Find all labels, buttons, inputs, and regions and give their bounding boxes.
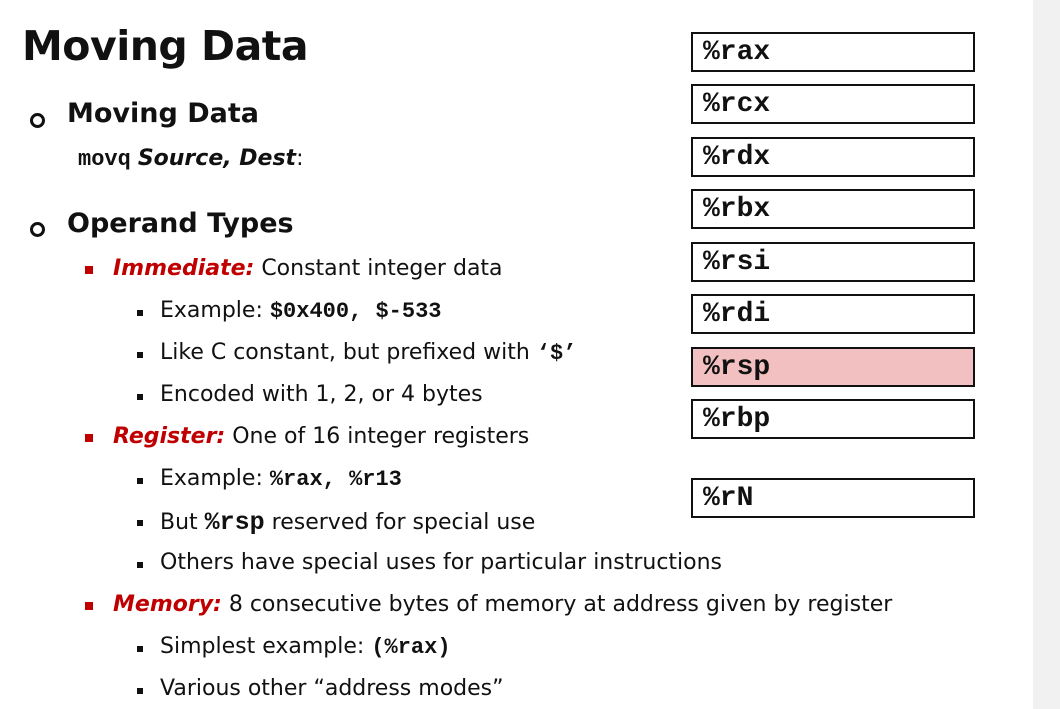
memory-desc: 8 consecutive bytes of memory at address… bbox=[221, 592, 893, 617]
bullet-dot bbox=[137, 352, 143, 358]
but-rest: reserved for special use bbox=[264, 510, 536, 535]
bullet-circle bbox=[30, 113, 45, 128]
register-box-rdx: %rdx bbox=[691, 137, 975, 177]
memory-modes: Various other “address modes” bbox=[160, 676, 504, 701]
immediate-line: Immediate: Constant integer data bbox=[113, 256, 503, 281]
register-box-rbp: %rbp bbox=[691, 399, 975, 439]
example-prefix: Example: bbox=[160, 298, 270, 323]
immediate-encoded: Encoded with 1, 2, or 4 bytes bbox=[160, 382, 483, 407]
immediate-label: Immediate: bbox=[113, 256, 255, 281]
immediate-like: Like C constant, but prefixed with ‘$’ bbox=[160, 340, 576, 366]
example-prefix: Example: bbox=[160, 466, 270, 491]
scrollbar-strip bbox=[1033, 0, 1060, 709]
example-prefix: Simplest example: bbox=[160, 634, 372, 659]
section-heading-moving-data: Moving Data bbox=[67, 98, 259, 129]
register-desc: One of 16 integer registers bbox=[225, 424, 530, 449]
immediate-example: Example: $0x400, $-533 bbox=[160, 298, 442, 324]
dest-operand: Dest bbox=[239, 146, 297, 171]
memory-label: Memory: bbox=[113, 592, 222, 617]
movq-syntax: movq Source, Dest: bbox=[78, 146, 304, 172]
slide-title: Moving Data bbox=[22, 22, 309, 70]
bullet-dot bbox=[137, 562, 143, 568]
immediate-example-code: $0x400, $-533 bbox=[269, 299, 442, 324]
register-box-rsp: %rsp bbox=[691, 347, 975, 387]
section-heading-operand-types: Operand Types bbox=[67, 208, 294, 239]
register-example-code: %rax, %r13 bbox=[269, 467, 402, 492]
movq-code: movq bbox=[78, 147, 131, 172]
bullet-dot bbox=[137, 520, 143, 526]
bullet-square bbox=[85, 266, 93, 274]
bullet-square bbox=[85, 602, 93, 610]
memory-example-code: (%rax) bbox=[371, 635, 451, 660]
register-others: Others have special uses for particular … bbox=[160, 550, 723, 575]
but-text: But bbox=[160, 510, 205, 535]
register-box-rax: %rax bbox=[691, 32, 975, 72]
immediate-desc: Constant integer data bbox=[254, 256, 503, 281]
register-box-rcx: %rcx bbox=[691, 84, 975, 124]
memory-line: Memory: 8 consecutive bytes of memory at… bbox=[113, 592, 892, 617]
operand-separator: , bbox=[223, 146, 240, 171]
register-box-rsi: %rsi bbox=[691, 242, 975, 282]
rsp-code: %rsp bbox=[204, 508, 265, 537]
bullet-square bbox=[85, 434, 93, 442]
bullet-dot bbox=[137, 646, 143, 652]
register-box-rn: %rN bbox=[691, 478, 975, 518]
bullet-dot bbox=[137, 688, 143, 694]
register-box-rdi: %rdi bbox=[691, 294, 975, 334]
register-label: Register: bbox=[113, 424, 226, 449]
bullet-dot bbox=[137, 310, 143, 316]
syntax-colon: : bbox=[296, 146, 304, 171]
like-text: Like C constant, but prefixed with bbox=[160, 340, 537, 365]
memory-example: Simplest example: (%rax) bbox=[160, 634, 451, 660]
dollar-code: ‘$’ bbox=[536, 341, 577, 366]
register-but: But %rsp reserved for special use bbox=[160, 508, 535, 537]
bullet-circle bbox=[30, 222, 45, 237]
register-line: Register: One of 16 integer registers bbox=[113, 424, 529, 449]
source-operand: Source bbox=[137, 146, 224, 171]
register-box-rbx: %rbx bbox=[691, 189, 975, 229]
bullet-dot bbox=[137, 478, 143, 484]
register-example: Example: %rax, %r13 bbox=[160, 466, 402, 492]
bullet-dot bbox=[137, 394, 143, 400]
